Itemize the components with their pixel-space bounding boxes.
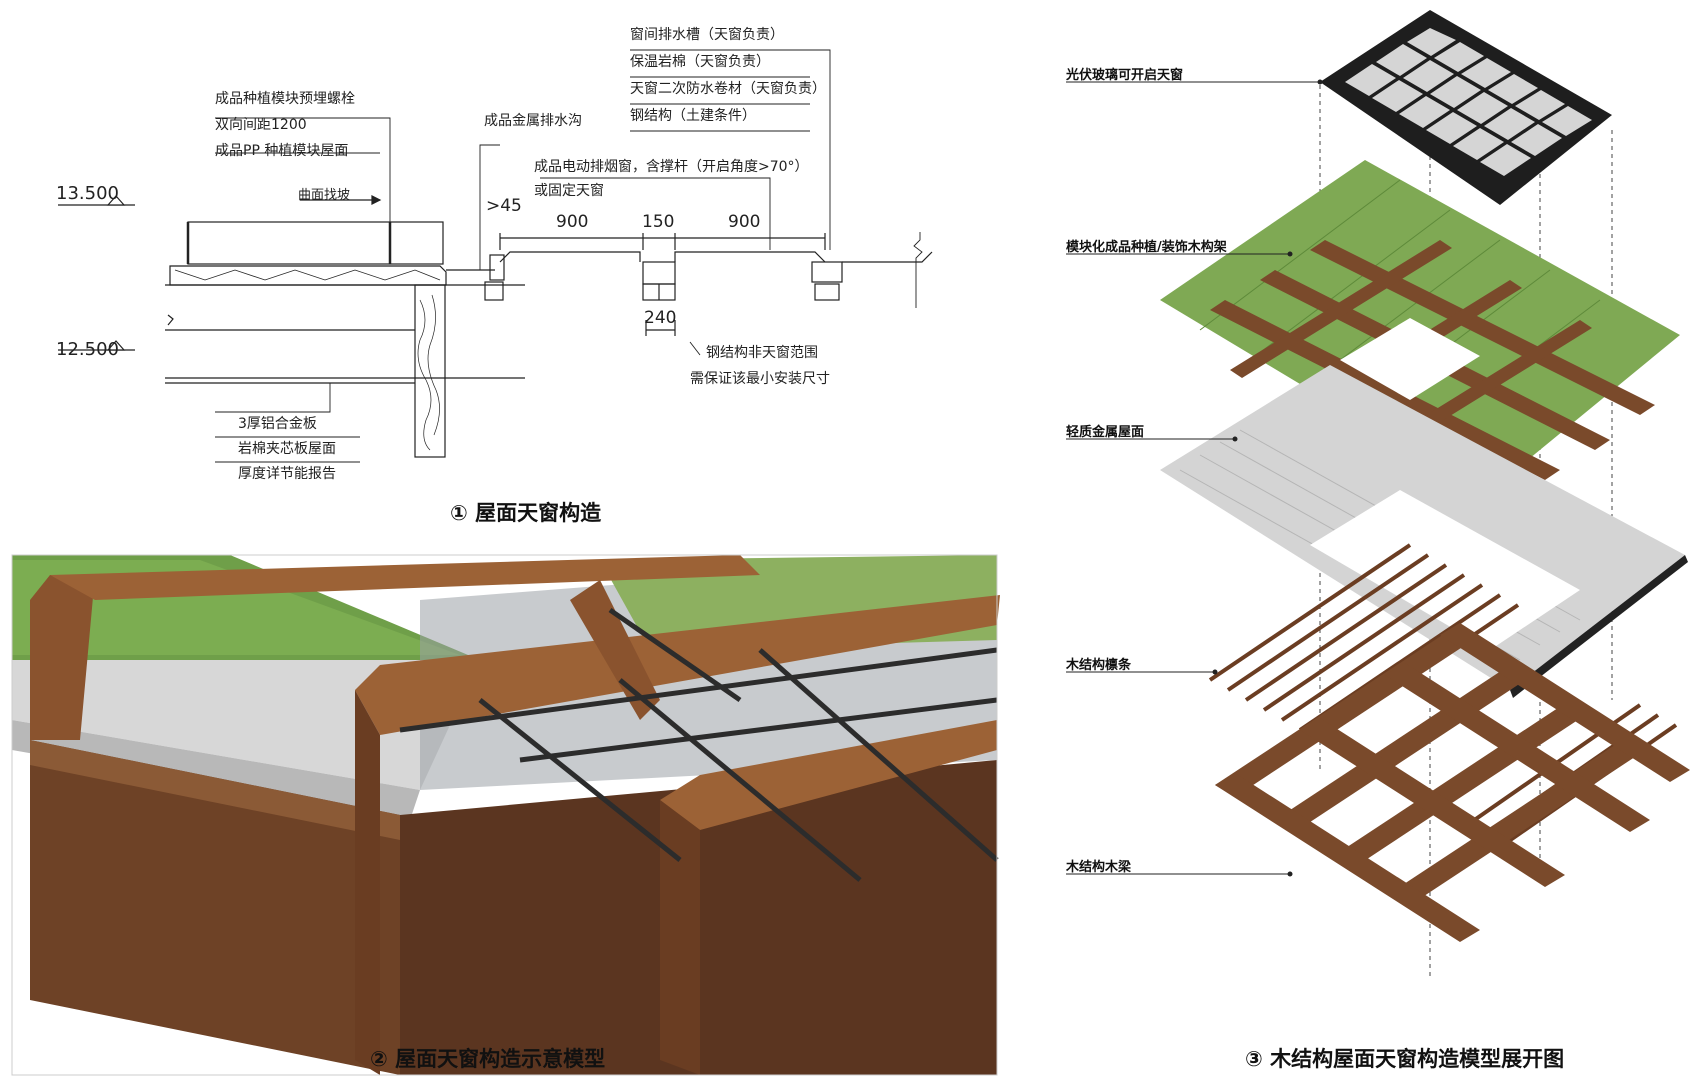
caption-exploded: ③ 木结构屋面天窗构造模型展开图 — [1245, 1047, 1565, 1071]
steel-note-min: 需保证该最小安装尺寸 — [690, 371, 830, 387]
dim-45: >45 — [486, 196, 522, 216]
note-membrane: 天窗二次防水卷材（天窗负责） — [630, 81, 826, 97]
note-thickness: 厚度详节能报告 — [238, 466, 336, 482]
label-purlins: 木结构檩条 — [1066, 658, 1132, 673]
note-steel: 钢结构（土建条件） — [630, 108, 756, 124]
steel-note: 钢结构非天窗范围 — [706, 345, 818, 361]
label-metal-roof: 轻质金属屋面 — [1066, 425, 1145, 440]
dim-900-right: 900 — [728, 212, 761, 232]
beam-layer — [1215, 623, 1690, 942]
metal-roof-layer — [1160, 365, 1688, 698]
label-skylight: 光伏玻璃可开启天窗 — [1066, 68, 1184, 83]
slope-note: 曲面找坡 — [298, 188, 351, 203]
caption-detail: ① 屋面天窗构造 — [450, 501, 602, 525]
elevation-bottom: 12.500 — [56, 339, 119, 360]
note-rockwool: 保温岩棉（天窗负责） — [630, 54, 770, 70]
note-pp-module-roof: 成品PP 种植模块屋面 — [215, 143, 349, 159]
window-note-fixed: 或固定天窗 — [534, 183, 604, 199]
label-planting: 模块化成品种植/装饰木构架 — [1066, 240, 1227, 255]
caption-model: ② 屋面天窗构造示意模型 — [370, 1047, 606, 1071]
note-spacing: 双向间距1200 — [215, 117, 307, 133]
note-aluminum-plate: 3厚铝合金板 — [238, 416, 317, 432]
note-sandwich-panel: 岩棉夹芯板屋面 — [238, 441, 336, 457]
note-embedded-bolt: 成品种植模块预埋螺栓 — [215, 91, 355, 107]
detail-drawing — [58, 49, 933, 463]
skylight-layer — [1320, 10, 1612, 205]
dim-900-left: 900 — [556, 212, 589, 232]
dim-150: 150 — [642, 212, 675, 232]
exploded-view — [1160, 10, 1690, 980]
model-rendering — [11, 554, 1000, 1076]
window-note: 成品电动排烟窗，含撑杆（开启角度>70°） — [534, 159, 809, 175]
elevation-top: 13.500 — [56, 183, 119, 204]
gutter-note: 成品金属排水沟 — [484, 113, 582, 129]
note-drain-slot: 窗间排水槽（天窗负责） — [630, 27, 784, 43]
label-beams: 木结构木梁 — [1066, 860, 1132, 875]
dim-240: 240 — [644, 308, 677, 328]
